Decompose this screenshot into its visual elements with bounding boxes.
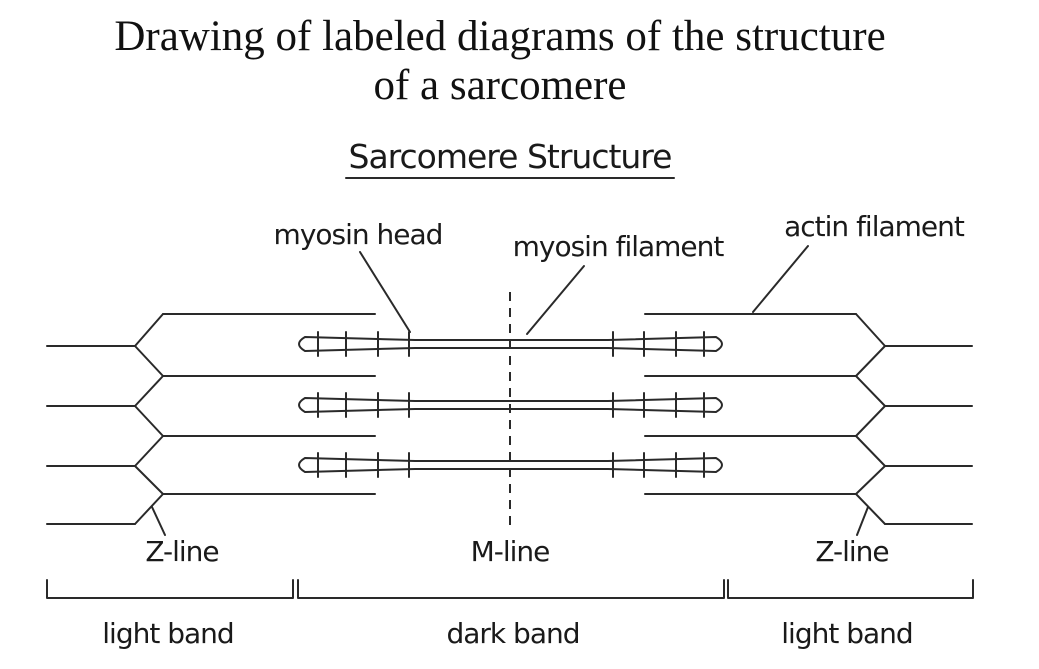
myosin-heads [317,392,705,418]
myosin-filament [298,336,723,352]
leader-z-line-right [856,506,869,536]
leader-actin-filament [752,245,809,313]
z-line-left [134,313,164,525]
myosin-filament-row-2 [298,392,723,418]
myosin-filament [298,457,723,473]
myosin-heads [317,452,705,478]
label-z-line-right: Z-line [815,535,888,568]
actin-filaments-right [644,313,857,495]
leader-z-line-left [151,506,166,536]
page-title-line-1: Drawing of labeled diagrams of the struc… [114,13,886,60]
page-title-line-2: of a sarcomere [373,62,627,109]
page-title: Drawing of labeled diagrams of the struc… [40,12,960,110]
leader-myosin-head [359,251,411,333]
actin-filaments-right-outer [884,345,973,525]
bracket-dark-band [297,579,725,599]
diagram-subtitle: Sarcomere Structure [349,137,672,176]
myosin-heads [317,331,705,357]
bracket-light-band-right [727,579,974,599]
label-actin-filament: actin filament [784,210,965,243]
actin-filaments-left-outer [46,345,136,525]
label-myosin-head: myosin head [274,218,443,251]
myosin-filament [298,397,723,413]
label-light-band-left: light band [102,617,233,650]
label-m-line: M-line [471,535,550,568]
actin-filaments-left [162,313,376,495]
label-dark-band: dark band [446,617,579,650]
leader-myosin-filament [526,265,585,335]
bracket-light-band-left [46,579,294,599]
myosin-filament-row-3 [298,452,723,478]
label-light-band-right: light band [781,617,912,650]
label-myosin-filament: myosin filament [513,230,725,263]
z-line-right [855,313,886,525]
myosin-filament-row-1 [298,331,723,357]
label-z-line-left: Z-line [145,535,218,568]
